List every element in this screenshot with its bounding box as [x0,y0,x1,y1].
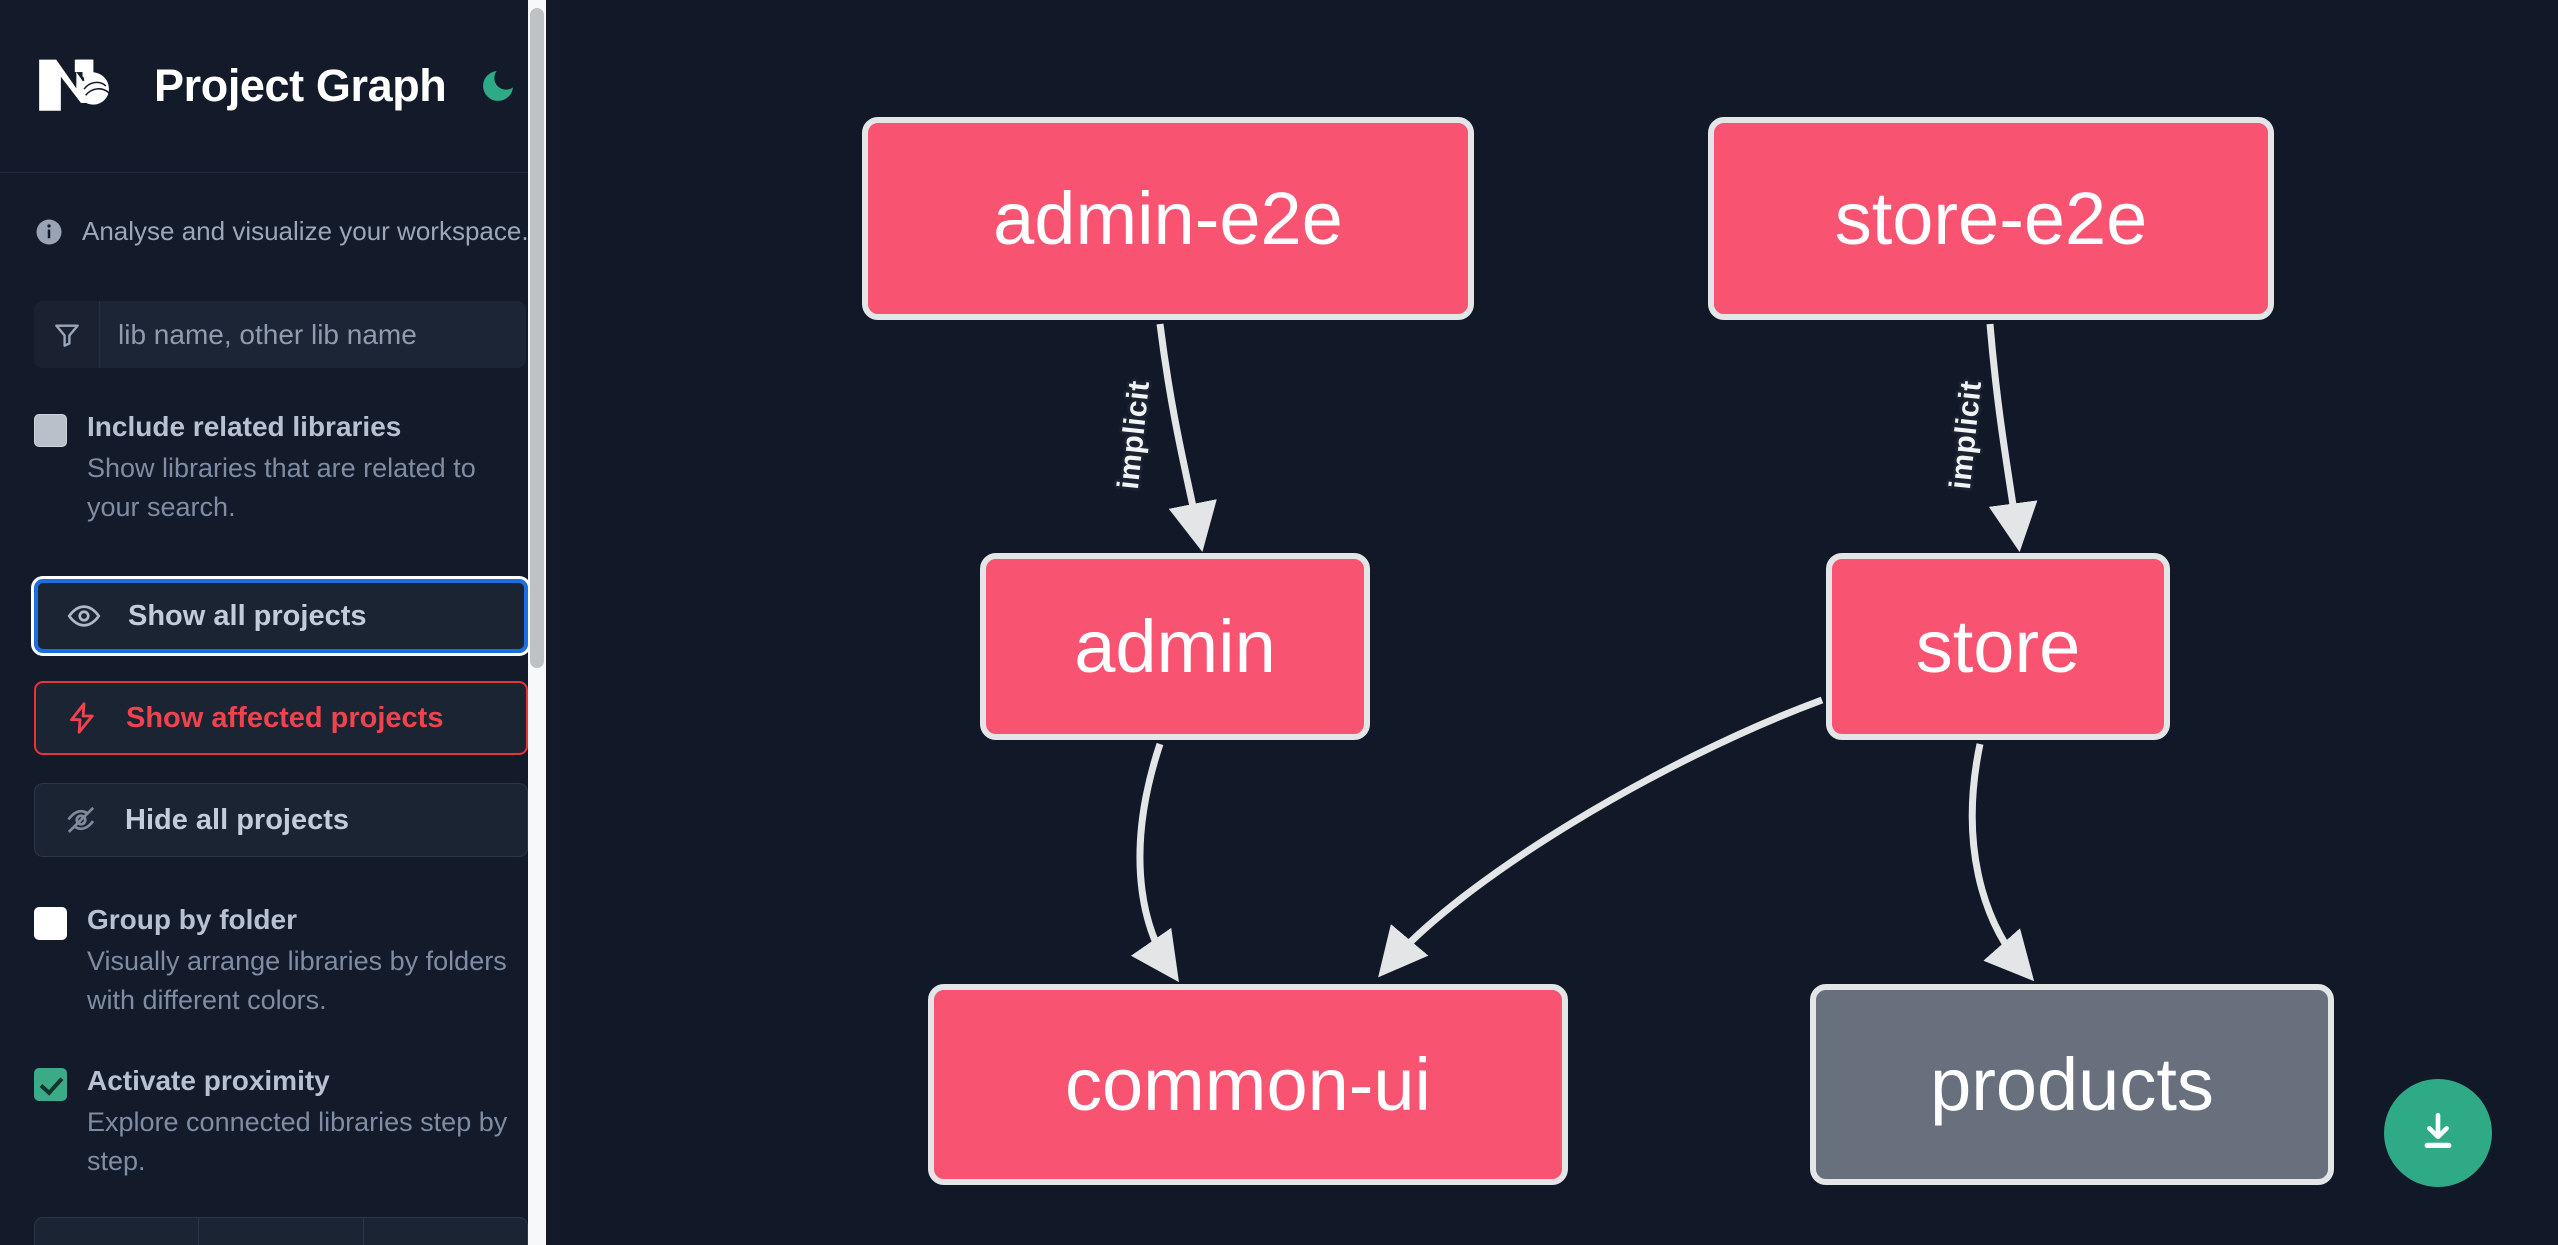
page-title: Project Graph [154,60,447,111]
group-by-folder-checkbox[interactable] [34,907,67,941]
graph-canvas[interactable]: admin-e2e store-e2e admin store common-u… [560,0,2558,1245]
nx-logo-icon [34,55,128,117]
option-group-by-folder[interactable]: Group by folder Visually arrange librari… [34,901,526,1020]
activate-proximity-checkbox[interactable] [34,1068,67,1102]
graph-node-admin[interactable]: admin [980,553,1370,740]
graph-node-store-e2e[interactable]: store-e2e [1708,117,2274,320]
moon-icon[interactable] [476,64,520,108]
proximity-step-button-group[interactable] [34,1217,528,1245]
option-include-related-libraries[interactable]: Include related libraries Show libraries… [34,408,526,527]
show-affected-projects-label: Show affected projects [126,701,444,734]
hide-all-projects-button[interactable]: Hide all projects [34,783,528,858]
graph-node-store[interactable]: store [1826,553,2170,740]
search-input[interactable] [100,301,526,368]
graph-node-label: store-e2e [1834,177,2148,260]
graph-node-label: common-ui [1065,1043,1431,1126]
include-related-libraries-checkbox[interactable] [34,414,67,447]
graph-node-admin-e2e[interactable]: admin-e2e [862,117,1474,320]
edge-admin-to-common-ui [1130,742,1179,983]
activate-proximity-label: Activate proximity [87,1065,330,1097]
option-activate-proximity[interactable]: Activate proximity Explore connected lib… [34,1062,526,1181]
edge-store-to-products [1968,743,2035,982]
graph-edge-layer [1130,323,2038,983]
proximity-step-decrease[interactable] [35,1218,200,1245]
graph-node-label: products [1930,1043,2214,1126]
sidebar-body: Analyse and visualize your workspace. In… [0,216,560,1181]
workspace-tagline-row: Analyse and visualize your workspace. [34,216,529,247]
filter-funnel-icon[interactable] [34,301,100,368]
activate-proximity-description: Explore connected libraries step by step… [87,1106,508,1177]
show-all-projects-button[interactable]: Show all projects [31,576,531,657]
sidebar: Project Graph Analyse and visualize your… [0,0,560,1245]
sidebar-scrollbar-thumb[interactable] [530,8,544,668]
proximity-step-value[interactable] [199,1218,364,1245]
show-all-projects-label: Show all projects [128,599,367,632]
group-by-folder-label: Group by folder [87,904,297,936]
graph-node-label: admin [1074,605,1276,688]
sidebar-header: Project Graph [0,0,560,173]
search-field[interactable] [34,301,526,368]
hide-all-projects-label: Hide all projects [125,803,350,836]
eye-off-icon [63,802,99,838]
download-icon [2414,1108,2462,1159]
group-by-folder-description: Visually arrange libraries by folders wi… [87,945,507,1016]
graph-node-products[interactable]: products [1810,984,2334,1185]
sidebar-scrollbar[interactable] [528,0,546,1245]
graph-node-label: admin-e2e [993,177,1343,260]
edge-admin-e2e-to-admin [1156,323,1217,553]
graph-node-label: store [1915,605,2081,688]
graph-node-common-ui[interactable]: common-ui [928,984,1568,1185]
lightning-bolt-icon [64,700,100,736]
project-visibility-buttons: Show all projects Show affected projects [31,576,531,858]
edge-store-e2e-to-store [1986,323,2038,553]
proximity-step-increase[interactable] [364,1218,527,1245]
info-circle-icon [34,217,64,247]
download-graph-button[interactable] [2384,1079,2492,1187]
include-related-libraries-label: Include related libraries [87,411,402,442]
sidebar-right-edge [546,0,560,1245]
include-related-libraries-description: Show libraries that are related to your … [87,452,476,522]
eye-icon [66,598,102,634]
workspace-tagline: Analyse and visualize your workspace. [82,216,529,246]
show-affected-projects-button[interactable]: Show affected projects [34,681,528,756]
edge-store-to-common-ui [1378,696,1824,978]
